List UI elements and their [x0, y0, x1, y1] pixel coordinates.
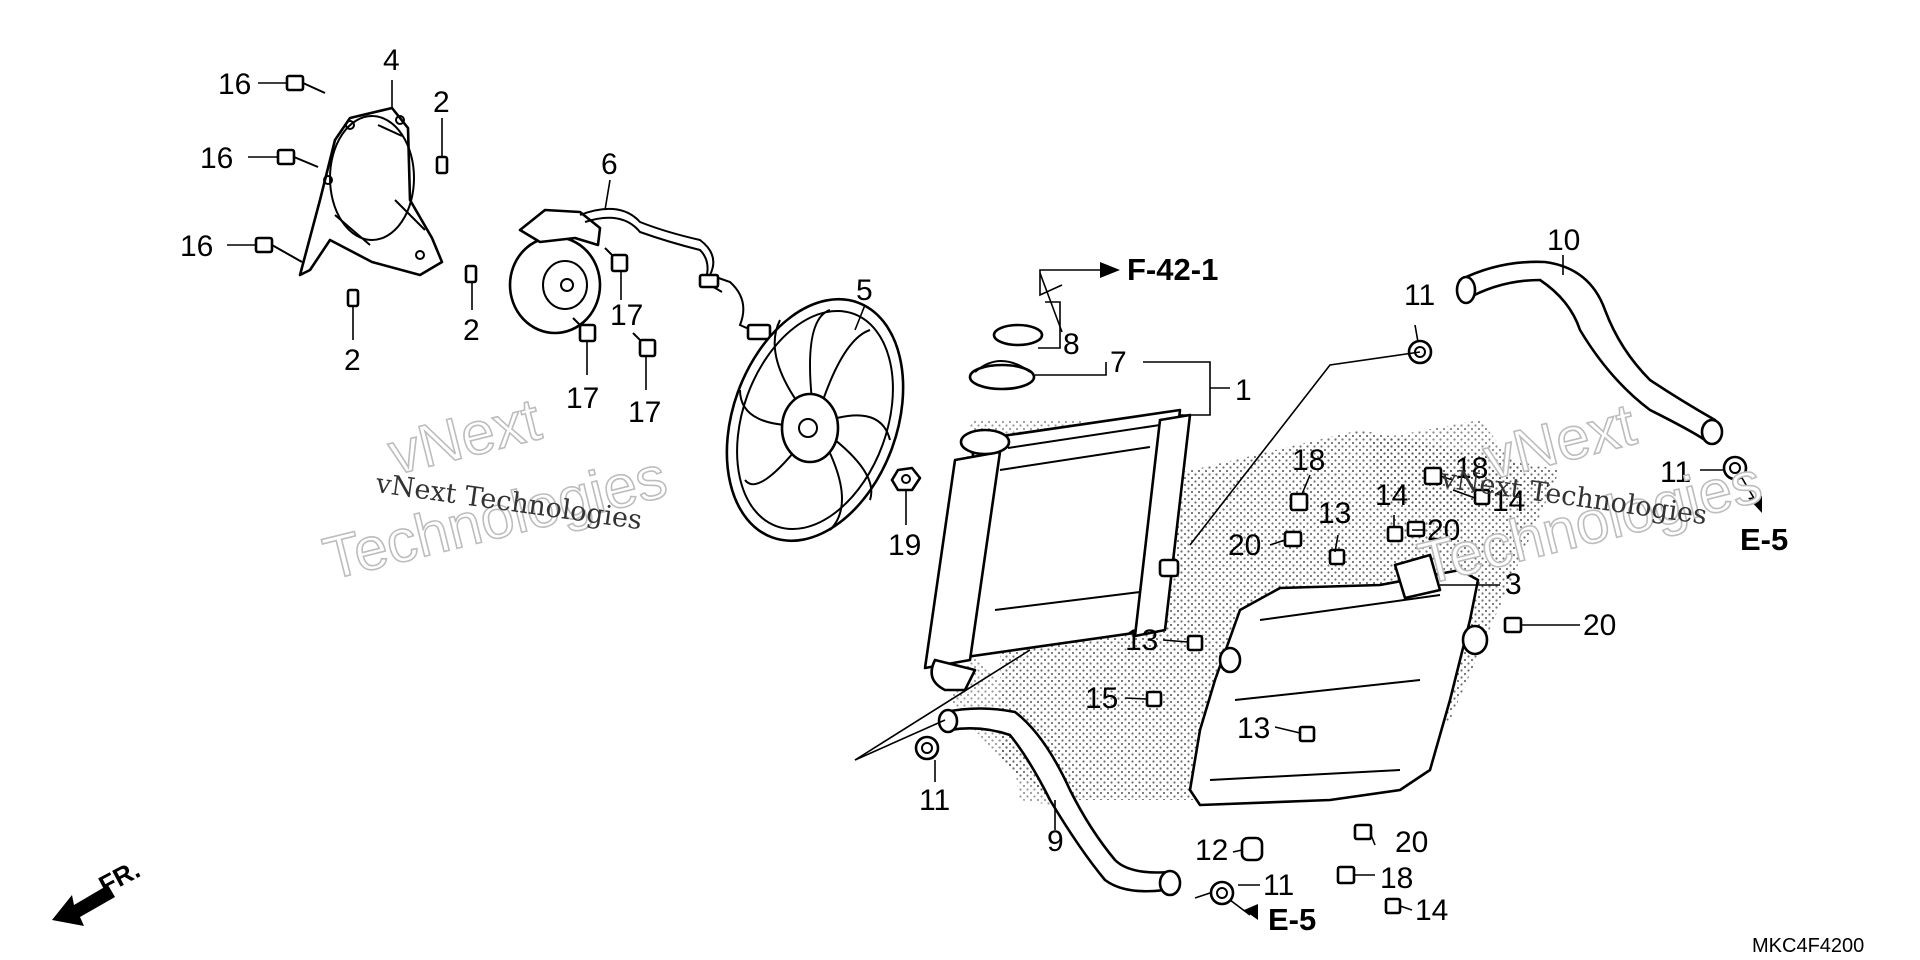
frame-reference-label: F-42-1 — [1127, 252, 1218, 287]
radiator-shroud — [1188, 553, 1489, 807]
diagram-code: MKC4F4200 — [1752, 935, 1864, 957]
grommet-12 — [1240, 836, 1264, 862]
clip-2-b — [464, 264, 478, 284]
clip-20-d — [1353, 823, 1373, 841]
clip-2-c — [346, 288, 360, 308]
arrow-head — [1244, 904, 1258, 920]
clip-2-a — [435, 155, 449, 175]
callout-13: 13 — [1318, 497, 1351, 530]
nut-18-b — [1423, 466, 1443, 486]
bolt-16-b — [276, 148, 319, 168]
nut-18-a — [1289, 492, 1309, 512]
callout-17: 17 — [628, 396, 661, 429]
callout-18: 18 — [1455, 452, 1488, 485]
arrow-head — [1748, 496, 1762, 513]
bolt-15 — [1145, 690, 1163, 708]
callout-labels: 1 2 2 2 3 4 5 6 7 8 9 10 11 11 11 11 12 … — [180, 44, 1691, 927]
bolt-13-a — [1328, 548, 1346, 566]
leader-lines — [227, 80, 1762, 920]
bolt-13-b — [1186, 634, 1204, 652]
callout-6: 6 — [601, 148, 618, 181]
callout-2: 2 — [433, 86, 450, 119]
callout-18: 18 — [1292, 444, 1325, 477]
callout-20: 20 — [1395, 826, 1428, 859]
radiator — [923, 408, 1192, 692]
callout-5: 5 — [856, 274, 873, 307]
callout-14: 14 — [1375, 479, 1408, 512]
clip-20-c — [1503, 616, 1523, 634]
callout-14: 14 — [1492, 485, 1525, 518]
callout-11: 11 — [1263, 869, 1294, 902]
bolt-14-b — [1473, 488, 1491, 506]
lower-hose — [937, 707, 1182, 897]
bolt-13-c — [1298, 725, 1316, 743]
callout-11: 11 — [1660, 456, 1691, 489]
hose-clamp-11-d — [1209, 880, 1235, 906]
watermark-left: vNext Technologies vNext Technologies — [316, 385, 674, 594]
callout-20: 20 — [1427, 514, 1460, 547]
callout-13: 13 — [1125, 624, 1158, 657]
callout-14: 14 — [1415, 894, 1448, 927]
callout-12: 12 — [1195, 834, 1228, 867]
nut-18-c — [1336, 865, 1356, 885]
engine-reference-label-right: E-5 — [1740, 522, 1788, 557]
callout-15: 15 — [1085, 682, 1118, 715]
engine-reference-label-bottom: E-5 — [1268, 902, 1316, 937]
cooling-fan — [725, 297, 905, 543]
callout-16: 16 — [200, 142, 233, 175]
bolt-14-a — [1386, 525, 1404, 543]
bolt-14-c — [1384, 897, 1402, 915]
callout-8: 8 — [1063, 328, 1080, 361]
callout-1: 1 — [1235, 374, 1252, 407]
callout-18: 18 — [1380, 862, 1413, 895]
callout-19: 19 — [888, 529, 921, 562]
bolt-16-c — [254, 236, 303, 263]
callout-20: 20 — [1583, 609, 1616, 642]
upper-hose — [1455, 260, 1724, 446]
callout-17: 17 — [610, 299, 643, 332]
callout-17: 17 — [566, 382, 599, 415]
callout-16: 16 — [218, 68, 251, 101]
callout-9: 9 — [1047, 825, 1064, 858]
callout-13: 13 — [1237, 712, 1270, 745]
front-direction-indicator: FR. — [52, 854, 145, 926]
callout-2: 2 — [463, 314, 480, 347]
front-arrow-icon — [52, 885, 115, 926]
callout-20: 20 — [1228, 529, 1261, 562]
callout-4: 4 — [383, 44, 400, 77]
callout-7: 7 — [1110, 346, 1127, 379]
clip-20-b — [1406, 520, 1426, 538]
callout-2: 2 — [344, 344, 361, 377]
callout-3: 3 — [1505, 568, 1522, 601]
fan-shroud-bracket — [298, 106, 444, 277]
fan-motor — [508, 207, 772, 341]
bolt-16-a — [285, 74, 326, 94]
callout-16: 16 — [180, 230, 213, 263]
hose-clamp-11-b — [1722, 455, 1748, 481]
clip-20-a — [1283, 530, 1303, 548]
radiator-cap — [968, 360, 1036, 391]
arrow-head — [1100, 262, 1120, 278]
o-ring — [992, 323, 1044, 347]
hose-clamp-11-c — [914, 735, 940, 761]
bolt-17-a — [604, 247, 629, 273]
nut-19 — [890, 466, 922, 492]
callout-11: 11 — [1404, 279, 1435, 312]
callout-10: 10 — [1547, 224, 1580, 257]
bolt-17-c — [632, 332, 657, 358]
callout-11: 11 — [919, 784, 950, 817]
